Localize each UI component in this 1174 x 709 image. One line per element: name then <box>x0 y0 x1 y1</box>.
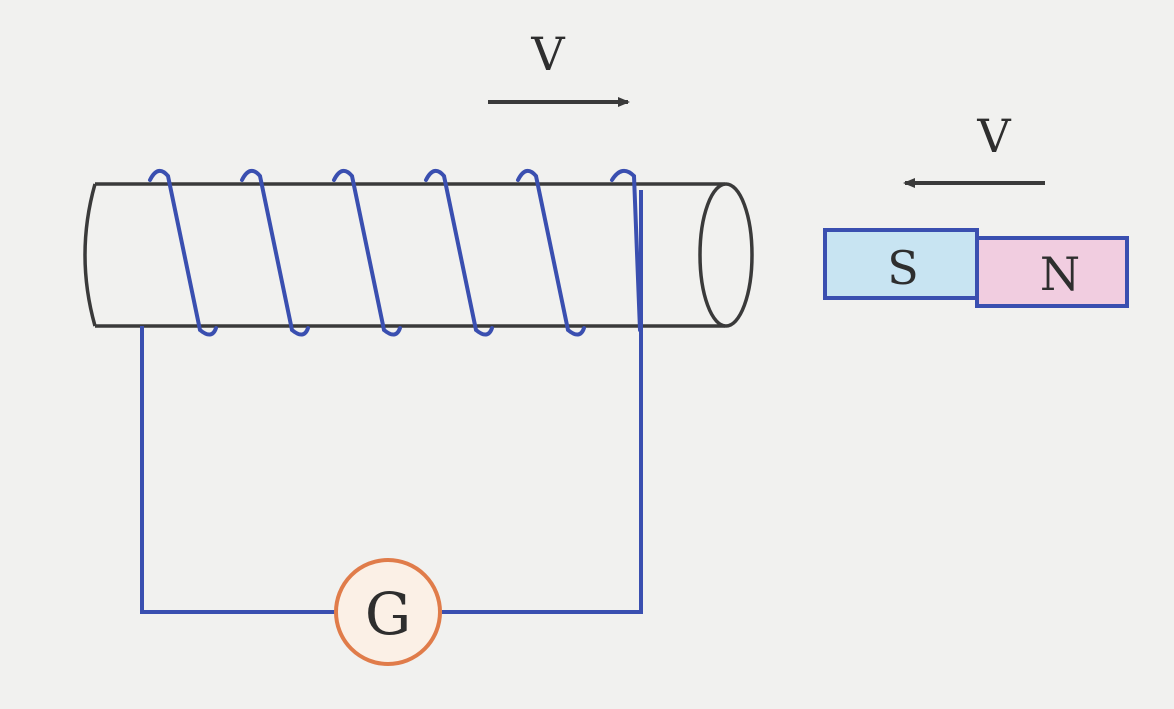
galvanometer: G <box>334 558 442 666</box>
circuit-wire <box>140 190 643 614</box>
coil-windings <box>148 168 642 337</box>
coil-velocity-label: V <box>530 27 565 81</box>
magnet-north-label: N <box>1040 247 1080 301</box>
magnet-south-label: S <box>887 241 919 295</box>
galvanometer-circle <box>334 558 442 666</box>
magnet-south-pole <box>823 228 979 300</box>
magnet-velocity-label: V <box>976 109 1011 163</box>
magnet-north-pole <box>975 236 1129 308</box>
bar-magnet: S N <box>823 228 1129 308</box>
galvanometer-label: G <box>365 580 411 648</box>
